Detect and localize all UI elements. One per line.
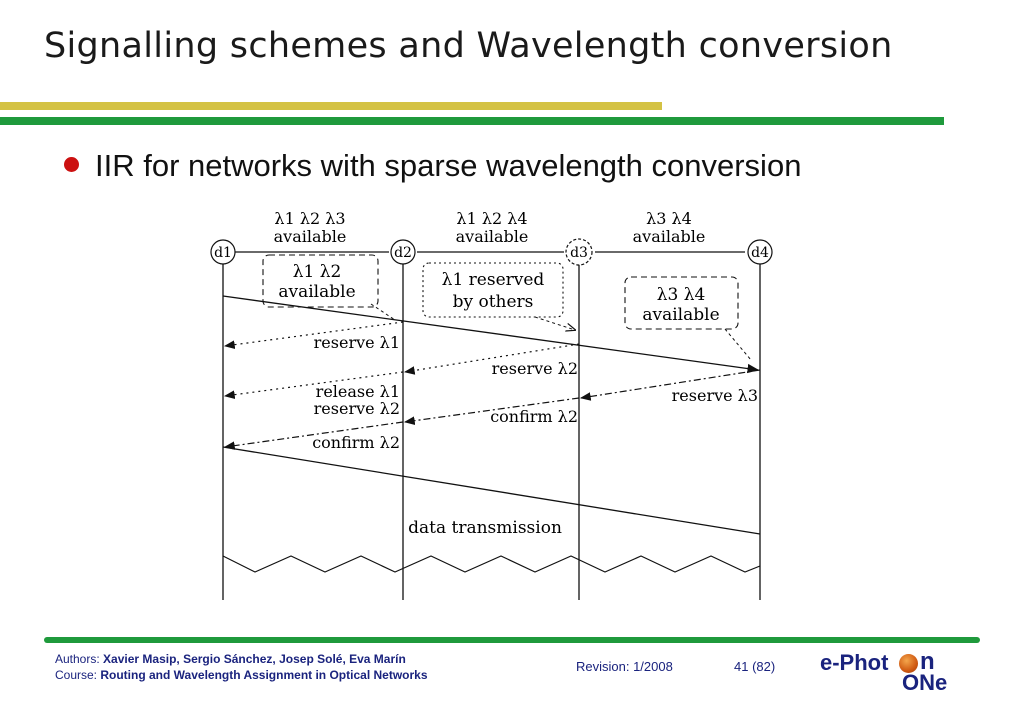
svg-text:λ3 λ4: λ3 λ4	[657, 285, 706, 305]
reserve-l3-arrow	[579, 369, 761, 401]
label-reserve-l1: reserve λ1	[314, 333, 400, 352]
label-reserve-l3: reserve λ3	[672, 386, 758, 405]
forward-request-line	[222, 295, 760, 374]
svg-text:d3: d3	[570, 245, 588, 261]
node-d2: d2	[390, 239, 416, 265]
label-reserve-l2-mid: reserve λ2	[492, 359, 578, 378]
label-data-transmission: data transmission	[408, 518, 562, 538]
link1-wavelengths: λ1 λ2 λ3	[274, 209, 345, 228]
link3-wavelengths: λ3 λ4	[646, 209, 692, 228]
bullet-text: IIR for networks with sparse wavelength …	[95, 148, 802, 183]
node-d3: d3	[565, 238, 593, 266]
footer-divider	[44, 637, 980, 643]
logo-text-ephot: e-Phot	[820, 650, 889, 675]
page-number: 41 (82)	[734, 659, 776, 674]
footer-authors: Authors: Xavier Masip, Sergio Sánchez, J…	[55, 652, 406, 666]
ephotone-logo: e-Phot n ONe	[820, 648, 960, 698]
course-value: Routing and Wavelength Assignment in Opt…	[100, 668, 428, 682]
link3-available: available	[633, 227, 706, 246]
node-d1: d1	[210, 239, 236, 265]
data-transmission-line	[222, 446, 761, 535]
svg-text:d4: d4	[751, 245, 769, 261]
label-reserve-l2-left: reserve λ2	[314, 399, 400, 418]
callout-d4-available: λ3 λ4 available	[624, 276, 752, 361]
footer-course: Course: Routing and Wavelength Assignmen…	[55, 668, 428, 682]
confirm-l2-mid-arrow	[403, 397, 580, 425]
bullet-item: IIR for networks with sparse wavelength …	[64, 148, 801, 184]
label-release-l1: release λ1	[316, 382, 400, 401]
bullet-dot-icon	[64, 157, 79, 173]
svg-text:available: available	[278, 282, 355, 302]
link2-wavelengths: λ1 λ2 λ4	[456, 209, 527, 228]
callout-d3-reserved: λ1 reserved by others	[422, 262, 575, 330]
logo-text-n: n	[920, 648, 935, 675]
authors-value: Xavier Masip, Sergio Sánchez, Josep Solé…	[103, 652, 406, 666]
authors-label: Authors:	[55, 652, 104, 666]
time-break-zigzag	[222, 555, 761, 573]
logo-text-one: ONe	[902, 670, 948, 695]
svg-text:λ1 λ2: λ1 λ2	[293, 262, 342, 282]
node-d4: d4	[747, 239, 773, 265]
course-label: Course:	[55, 668, 101, 682]
title-underline-green	[0, 117, 944, 125]
svg-text:available: available	[642, 305, 719, 325]
label-confirm-l2-mid: confirm λ2	[490, 407, 578, 426]
callout-d2-available: λ1 λ2 available	[262, 254, 396, 321]
svg-text:λ1 reserved: λ1 reserved	[442, 270, 545, 290]
svg-text:by others: by others	[453, 292, 534, 312]
slide-title: Signalling schemes and Wavelength conver…	[44, 26, 893, 66]
link1-available: available	[274, 227, 347, 246]
signalling-diagram: d1 d2 d3 d4 λ1 λ2 λ3 available λ1 λ2 λ4 …	[210, 209, 773, 600]
svg-text:d2: d2	[394, 245, 412, 261]
link2-available: available	[456, 227, 529, 246]
title-underline-yellow	[0, 102, 662, 110]
revision-text: Revision: 1/2008	[576, 659, 673, 674]
globe-icon	[899, 654, 918, 673]
svg-text:d1: d1	[214, 245, 232, 261]
label-confirm-l2-left: confirm λ2	[312, 433, 400, 452]
